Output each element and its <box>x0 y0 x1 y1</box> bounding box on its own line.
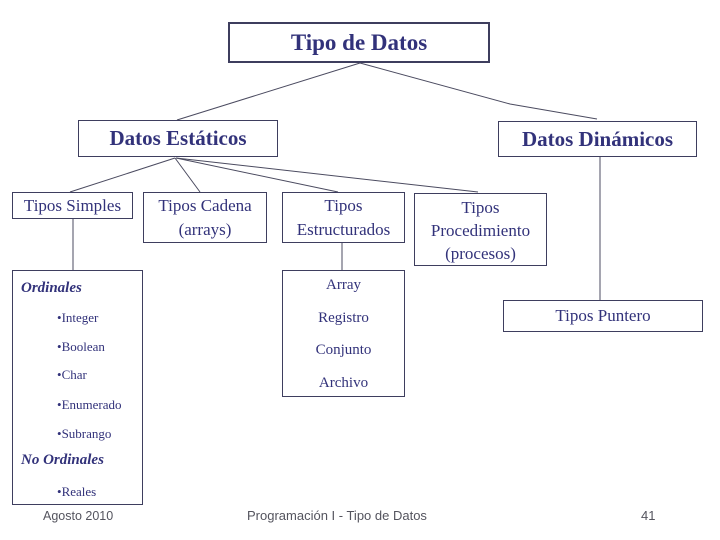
node-tipos-simples: Tipos Simples <box>12 192 133 219</box>
node-tipos-estructurados: Tipos Estructurados <box>282 192 405 243</box>
bullet-icon: • <box>57 484 62 499</box>
no-ordinales-header: No Ordinales <box>21 452 104 468</box>
line-estaticos-to-cadena <box>174 157 201 193</box>
detail-item-conjunto: Conjunto <box>315 342 372 358</box>
node-tipos-puntero-label: Tipos Puntero <box>555 306 651 325</box>
list-item-integer: •Integer <box>57 310 98 326</box>
node-datos-estaticos-label: Datos Estáticos <box>109 126 247 150</box>
node-tipos-procedimiento-line2: Procedimiento <box>430 221 531 240</box>
node-tipos-cadena: Tipos Cadena (arrays) <box>143 192 267 243</box>
ordinales-outline-box: Ordinales •Integer •Boolean •Char •Enume… <box>12 270 143 505</box>
footer-page-number: 41 <box>641 508 656 523</box>
node-datos-dinamicos: Datos Dinámicos <box>498 121 697 157</box>
list-item-subrango: •Subrango <box>57 426 111 442</box>
node-tipos-estructurados-line1: Tipos <box>324 196 363 215</box>
footer-title: Programación I - Tipo de Datos <box>247 508 427 523</box>
line-root-to-dinamicos <box>359 62 598 120</box>
node-tipos-cadena-line2: (arrays) <box>178 220 232 239</box>
node-tipos-procedimiento-line1: Tipos <box>461 198 500 217</box>
list-item-label: Boolean <box>61 339 105 354</box>
list-item-label: Enumerado <box>61 397 122 412</box>
list-item-label: Reales <box>61 484 97 499</box>
bullet-icon: • <box>57 426 62 441</box>
ordinales-header: Ordinales <box>21 280 82 296</box>
list-item-char: •Char <box>57 367 87 383</box>
footer-date: Agosto 2010 <box>43 509 114 523</box>
bullet-icon: • <box>57 310 62 325</box>
detail-item-archivo: Archivo <box>318 375 369 391</box>
root-node-tipo-de-datos: Tipo de Datos <box>228 22 490 63</box>
list-item-label: Subrango <box>61 426 112 441</box>
node-tipos-simples-label: Tipos Simples <box>23 196 122 215</box>
line-root-to-estaticos <box>176 62 361 121</box>
node-tipos-cadena-line1: Tipos Cadena <box>158 196 252 215</box>
list-item-label: Integer <box>61 310 99 325</box>
bullet-icon: • <box>57 339 62 354</box>
line-estaticos-to-procedimiento <box>175 157 479 193</box>
line-estaticos-to-estructurados <box>175 157 339 193</box>
list-item-boolean: •Boolean <box>57 339 105 355</box>
list-item-enumerado: •Enumerado <box>57 397 121 413</box>
node-tipos-puntero: Tipos Puntero <box>503 300 703 332</box>
node-tipos-estructurados-line2: Estructurados <box>296 220 391 239</box>
node-datos-dinamicos-label: Datos Dinámicos <box>521 127 674 151</box>
list-item-reales: •Reales <box>57 484 96 500</box>
node-datos-estaticos: Datos Estáticos <box>78 120 278 157</box>
detail-item-registro: Registro <box>318 310 369 326</box>
bullet-icon: • <box>57 367 62 382</box>
estructurados-detail-box: Array Registro Conjunto Archivo <box>282 270 405 397</box>
node-tipos-procedimiento: Tipos Procedimiento (procesos) <box>414 193 547 266</box>
line-estaticos-to-simples <box>69 157 176 193</box>
detail-item-array: Array <box>326 277 361 293</box>
root-node-label: Tipo de Datos <box>290 30 428 55</box>
list-item-label: Char <box>61 367 87 382</box>
bullet-icon: • <box>57 397 62 412</box>
node-tipos-procedimiento-line3: (procesos) <box>445 244 516 263</box>
